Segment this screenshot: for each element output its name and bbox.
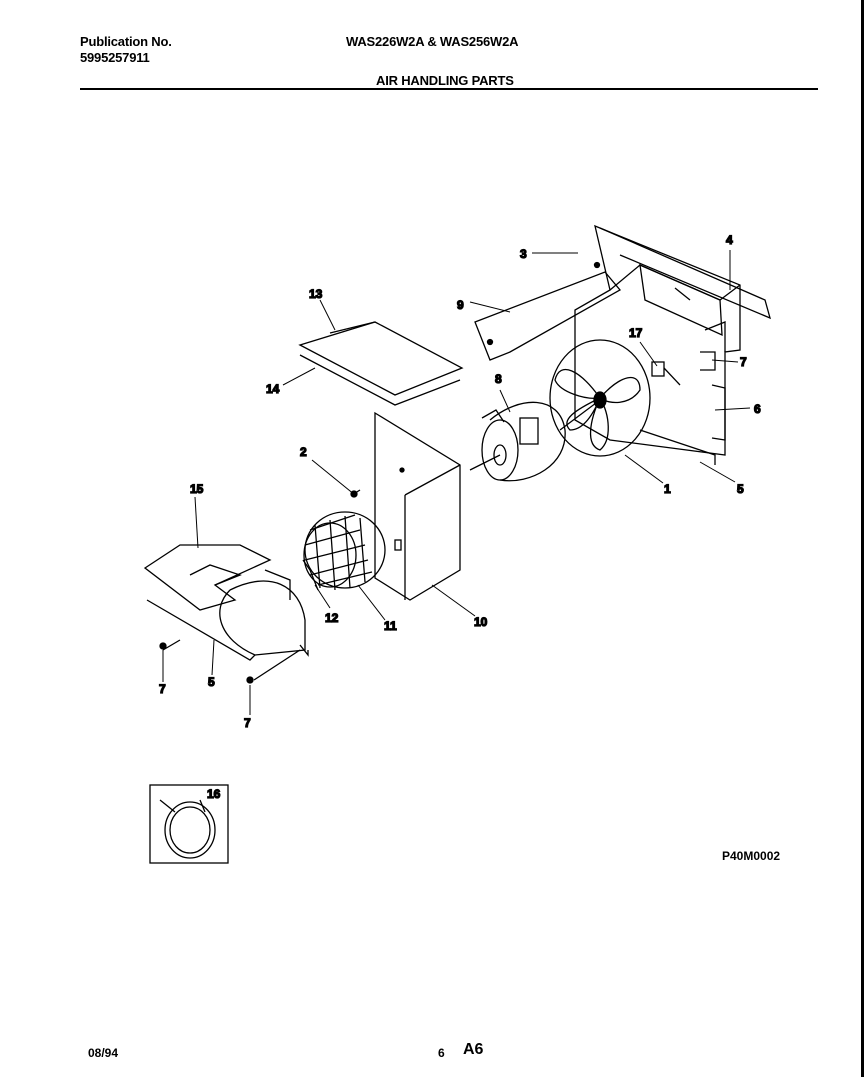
motor-part-8 <box>469 399 601 482</box>
footer-date: 08/94 <box>88 1046 119 1060</box>
publication-label: Publication No. <box>80 34 172 49</box>
screw-part-7-left <box>159 639 181 651</box>
clamp-part-12 <box>302 559 319 591</box>
scroll-base-part-5 <box>146 569 309 661</box>
callout-7-left: 7 <box>159 682 166 696</box>
callout-5-left: 5 <box>208 675 215 689</box>
callout-5-right: 5 <box>737 482 744 496</box>
header-rule <box>80 88 818 90</box>
callout-6: 6 <box>754 402 761 416</box>
callout-17: 17 <box>629 326 643 340</box>
callout-8: 8 <box>495 372 502 386</box>
rear-housing-assembly <box>574 224 771 465</box>
model-numbers: WAS226W2A & WAS256W2A <box>346 34 519 49</box>
screw-part-2 <box>350 489 361 498</box>
callout-9: 9 <box>457 298 464 312</box>
figure-code: P40M0002 <box>722 849 781 863</box>
callout-4: 4 <box>726 233 733 247</box>
leader-lines <box>162 250 751 715</box>
callout-15: 15 <box>190 482 204 496</box>
screw-part-7-bottom <box>246 649 301 684</box>
filter-part-13 <box>298 321 464 396</box>
callout-7-right: 7 <box>740 355 747 369</box>
callout-14: 14 <box>266 382 280 396</box>
scroll-top-part-15 <box>143 544 272 611</box>
callout-10: 10 <box>474 615 488 629</box>
footer-page-code: A6 <box>463 1041 484 1058</box>
bulkhead-part-10 <box>374 411 461 601</box>
brace-part-9 <box>474 261 621 361</box>
callout-13: 13 <box>309 287 323 301</box>
blower-wheel-part-11 <box>303 511 386 591</box>
right-border <box>861 0 864 1077</box>
callout-1: 1 <box>664 482 671 496</box>
callout-12: 12 <box>325 611 339 625</box>
callout-11: 11 <box>384 619 397 633</box>
section-title: AIR HANDLING PARTS <box>376 73 514 88</box>
callout-2: 2 <box>300 445 307 459</box>
inset-box-part-16 <box>149 784 229 864</box>
callout-3: 3 <box>520 247 527 261</box>
footer-page-number: 6 <box>438 1046 445 1060</box>
filter-frame-part-14 <box>299 354 461 406</box>
callout-7-bottom: 7 <box>244 716 251 730</box>
clip-part-17 <box>651 361 681 386</box>
publication-number: 5995257911 <box>80 50 150 65</box>
callout-16: 16 <box>207 787 221 801</box>
